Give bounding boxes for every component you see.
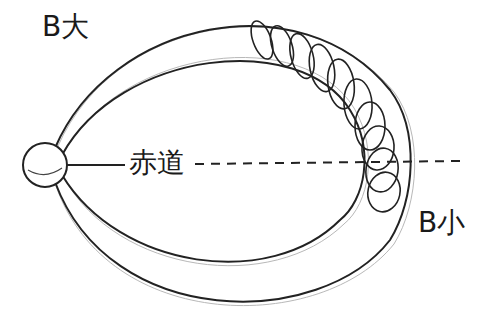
sketch-line (56, 27, 415, 306)
earth-mark (28, 168, 62, 175)
equator-dashed-line (195, 161, 460, 164)
spiral-path (247, 18, 404, 215)
inner-field-line (62, 61, 364, 262)
field-label: B大 (40, 12, 91, 43)
equator-line (67, 164, 125, 166)
field-label: 赤道 (127, 148, 187, 179)
field-label: B小 (416, 208, 467, 239)
earth-circle (23, 143, 67, 187)
